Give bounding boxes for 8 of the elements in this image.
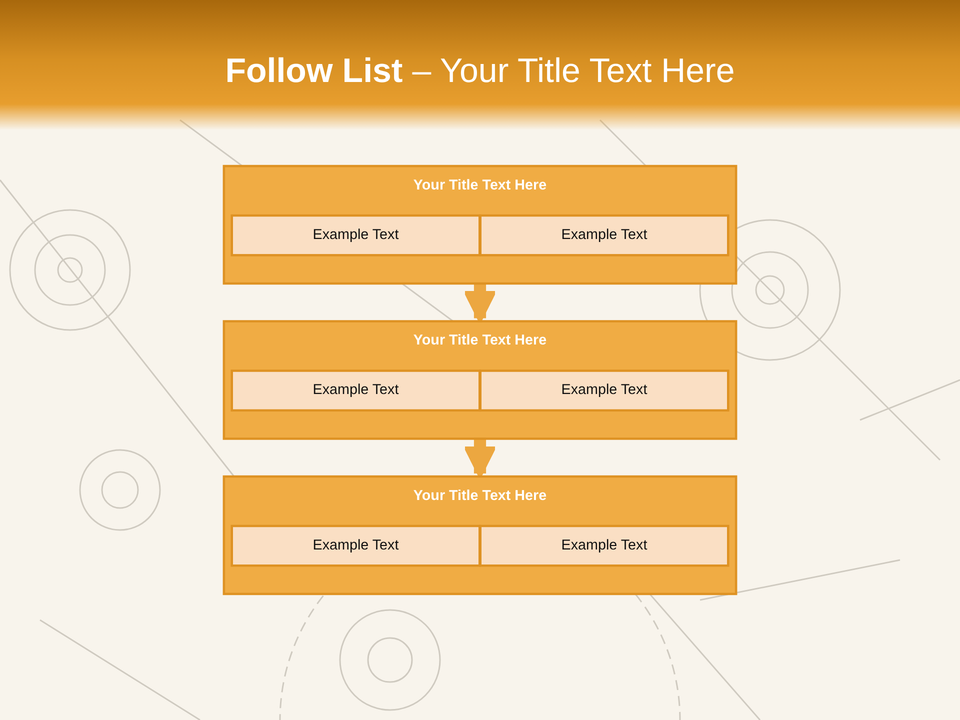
node-box: Example Text: [479, 370, 730, 412]
slide-title: Follow List – Your Title Text Here: [224, 52, 736, 91]
node-box: Example Text: [230, 370, 481, 412]
node-box: Example Text: [479, 214, 730, 256]
node-box: Example Text: [479, 524, 730, 567]
arrow: [463, 438, 497, 478]
node-box: Example Text: [230, 524, 481, 567]
node-box: Example Text: [230, 214, 481, 256]
